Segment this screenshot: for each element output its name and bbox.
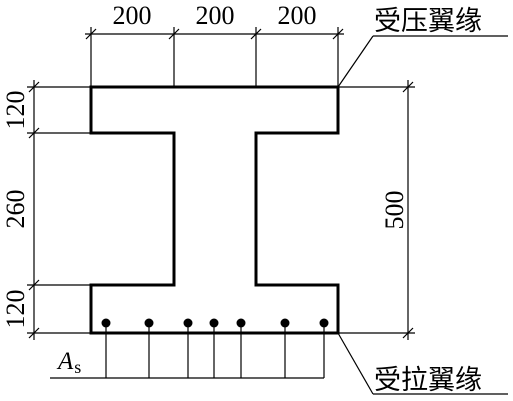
rebar <box>209 318 219 328</box>
left-dimension: 120 260 120 <box>1 80 91 340</box>
rebar <box>144 318 154 328</box>
rebar <box>183 318 193 328</box>
tension-flange-label: 受拉翼缘 <box>374 365 482 396</box>
dim-left-mid: 260 <box>1 190 30 229</box>
dim-top-mid: 200 <box>196 1 235 30</box>
steel-subscript: s <box>74 357 81 377</box>
steel-area-label: As <box>56 348 81 377</box>
dim-top-right: 200 <box>278 1 317 30</box>
dim-left-top: 120 <box>1 91 30 130</box>
dim-left-bottom: 120 <box>1 290 30 329</box>
compression-flange-callout: 受压翼缘 <box>337 6 508 88</box>
rebar <box>236 318 246 328</box>
dim-top-left: 200 <box>113 1 152 30</box>
i-section-outline <box>89 85 340 335</box>
rebar <box>319 318 329 328</box>
rebar-group: As <box>50 318 329 379</box>
compression-flange-label: 受压翼缘 <box>374 6 482 37</box>
dim-right-total: 500 <box>380 191 409 230</box>
tension-flange-callout: 受拉翼缘 <box>337 332 508 396</box>
right-dimension: 500 <box>338 80 415 340</box>
rebar <box>280 318 290 328</box>
steel-symbol: A <box>56 348 74 375</box>
top-dimension: 200 200 200 <box>85 1 344 87</box>
rebar <box>101 318 111 328</box>
